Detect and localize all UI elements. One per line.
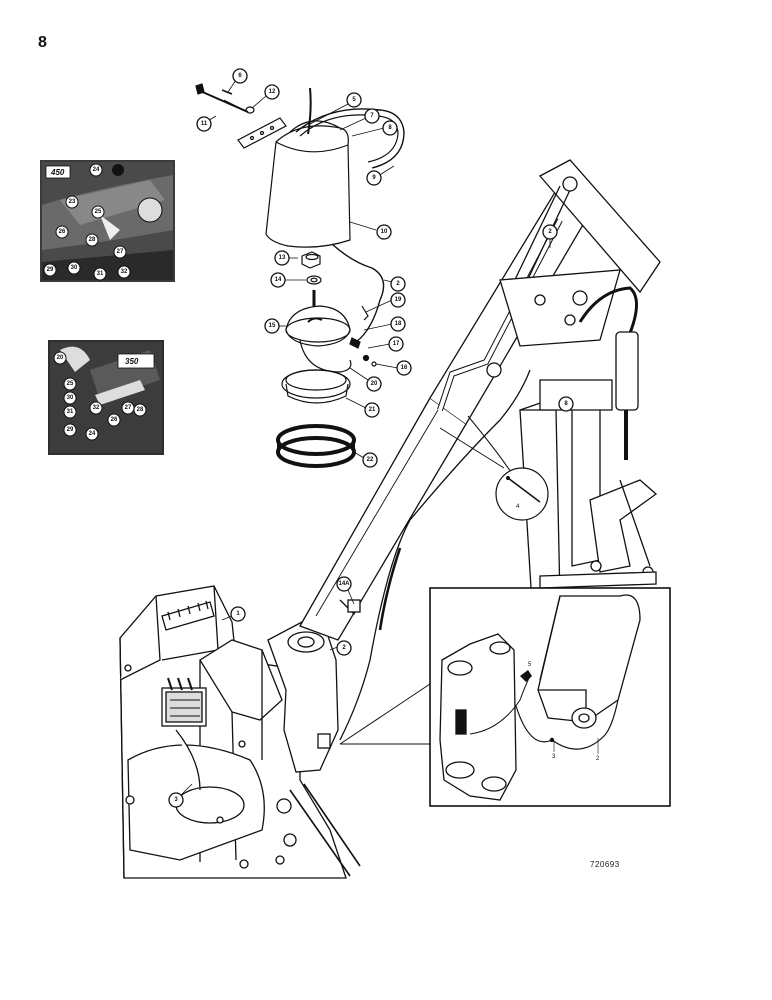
callout-3: 3 [174, 797, 178, 803]
callout-350-9: 24 [89, 431, 96, 437]
callout-7: 7 [370, 113, 374, 119]
detail-label-5: 5 [528, 662, 532, 668]
backhoe-frame [119, 159, 661, 879]
callout-8-dipper: 8 [564, 401, 568, 407]
callout-19: 19 [395, 297, 402, 303]
magnifier-detail-4: 4 [439, 427, 549, 521]
callout-16: 16 [401, 365, 408, 371]
callout-450-3: 26 [59, 229, 66, 235]
callout-450-5: 27 [117, 249, 124, 255]
callout-450-0: 24 [93, 167, 100, 173]
callout-17: 17 [393, 341, 400, 347]
callout-450-8: 31 [97, 271, 104, 277]
callouts: 6 12 11 5 7 8 9 10 13 2 14 19 15 18 17 1… [168, 68, 574, 808]
inset-photo-450: 450 24 23 25 26 28 27 29 30 31 32 [40, 160, 175, 282]
callout-18: 18 [395, 321, 402, 327]
callout-21: 21 [369, 407, 376, 413]
callout-450-4: 28 [89, 237, 96, 243]
callout-350-2: 30 [67, 395, 74, 401]
callout-22: 22 [367, 457, 374, 463]
callout-15: 15 [269, 323, 276, 329]
callout-450-6: 29 [47, 267, 54, 273]
inset-tag-450: 450 [50, 168, 65, 177]
callout-450-9: 32 [121, 269, 128, 275]
callout-2-boom: 2 [342, 645, 346, 651]
callout-5: 5 [352, 97, 356, 103]
callout-6: 6 [238, 73, 242, 79]
callout-350-7: 28 [137, 407, 144, 413]
detail-label-4: 4 [516, 504, 520, 510]
callout-450-2: 25 [95, 209, 102, 215]
callout-2-upper: 2 [548, 229, 552, 235]
callout-8: 8 [388, 125, 392, 131]
callout-350-1: 25 [67, 381, 74, 387]
wiring-harness [339, 369, 531, 741]
inset-photo-350: 350 20 25 30 31 32 26 27 28 29 24 [48, 340, 164, 455]
callout-350-0: 20 [57, 355, 64, 361]
callout-14: 14 [275, 277, 282, 283]
callout-1: 1 [236, 611, 240, 617]
callout-9: 9 [372, 175, 376, 181]
page-number: 8 [38, 34, 47, 51]
callout-350-4: 32 [93, 405, 100, 411]
callout-2-top: 2 [396, 281, 400, 287]
callout-12: 12 [269, 89, 276, 95]
detail-label-2: 2 [596, 756, 600, 762]
callout-350-8: 29 [67, 427, 74, 433]
catalog-code: 720693 [590, 860, 620, 869]
detail-box: 5 3 2 [339, 587, 671, 807]
detail-label-3: 3 [552, 754, 556, 760]
callout-14A: 14A [338, 581, 350, 587]
callout-11: 11 [201, 121, 208, 127]
callout-450-1: 23 [69, 199, 76, 205]
callout-450-7: 30 [71, 265, 78, 271]
seat-guard-assembly [195, 83, 405, 468]
callout-10: 10 [381, 229, 388, 235]
callout-20: 20 [371, 381, 378, 387]
callout-350-5: 26 [111, 417, 118, 423]
callout-13: 13 [279, 255, 286, 261]
callout-350-6: 27 [125, 405, 132, 411]
inset-tag-350: 350 [125, 357, 139, 366]
callout-350-3: 31 [67, 409, 74, 415]
